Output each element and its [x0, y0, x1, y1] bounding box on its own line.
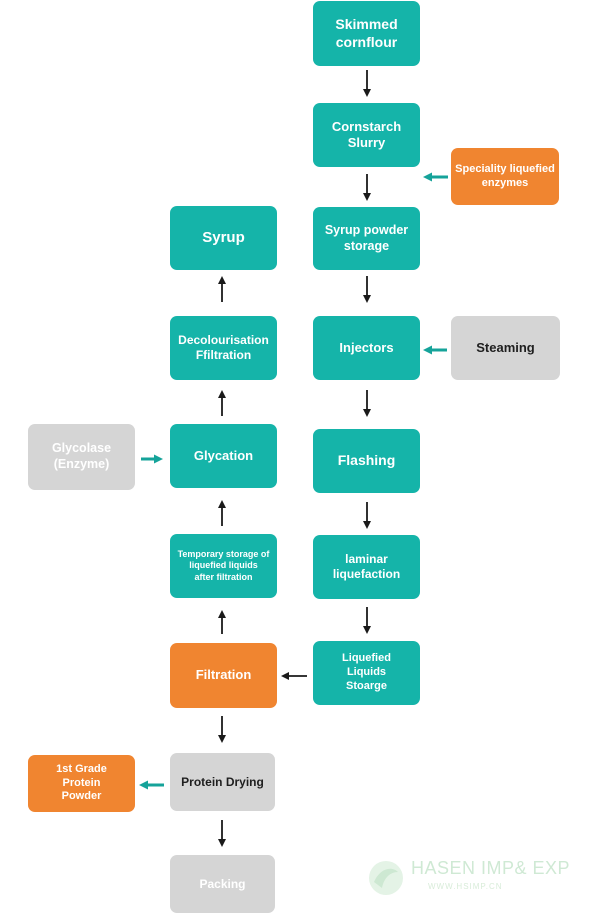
- node-filtration: Filtration: [170, 643, 277, 708]
- node-temporary-storage: Temporary storage of liquefied liquids a…: [170, 534, 277, 598]
- node-injectors: Injectors: [313, 316, 420, 380]
- node-flashing: Flashing: [313, 429, 420, 493]
- node-cornstarch-slurry: Cornstarch Slurry: [313, 103, 420, 167]
- node-packing: Packing: [170, 855, 275, 913]
- node-syrup: Syrup: [170, 206, 277, 270]
- watermark-subtext: WWW.HSIMP.CN: [428, 882, 503, 891]
- node-steaming: Steaming: [451, 316, 560, 380]
- watermark-text: HASEN IMP& EXP: [411, 858, 571, 878]
- node-laminar-liquefaction: laminar liquefaction: [313, 535, 420, 599]
- node-first-grade-protein-powder: 1st Grade Protein Powder: [28, 755, 135, 812]
- watermark: HASEN IMP& EXP WWW.HSIMP.CN: [366, 858, 600, 898]
- node-speciality-liquefied-enzymes: Speciality liquefied enzymes: [451, 148, 559, 205]
- node-liquefied-liquids-storage: Liquefied Liquids Stoarge: [313, 641, 420, 705]
- node-protein-drying: Protein Drying: [170, 753, 275, 811]
- node-glycolase-enzyme: Glycolase (Enzyme): [28, 424, 135, 490]
- node-decolourisation-filtration: Decolourisation Ffiltration: [170, 316, 277, 380]
- node-glycation: Glycation: [170, 424, 277, 488]
- node-skimmed-cornflour: Skimmed cornflour: [313, 1, 420, 66]
- watermark-logo-icon: [369, 861, 403, 895]
- node-syrup-powder-storage: Syrup powder storage: [313, 207, 420, 270]
